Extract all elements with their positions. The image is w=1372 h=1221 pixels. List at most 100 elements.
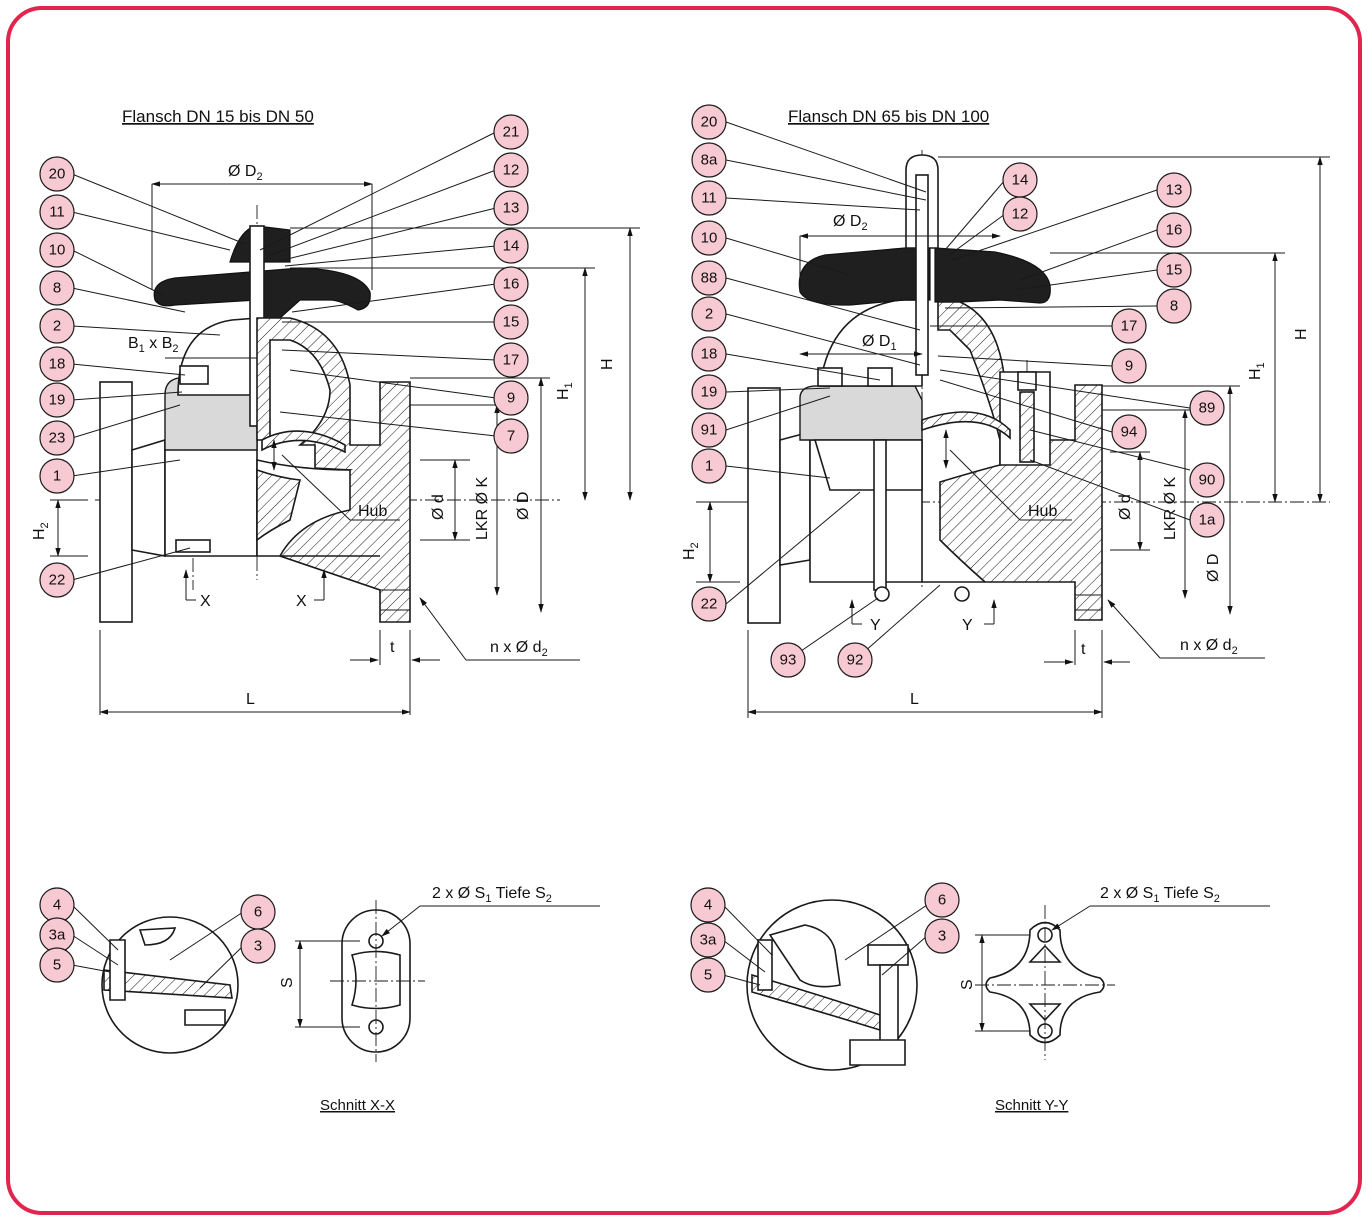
- right-dimensions: H H1 Ø D2 Ø D1 Ø D LKR Ø K Ø d Hub H2 L: [681, 156, 1330, 718]
- svg-text:12: 12: [1012, 206, 1029, 223]
- callout-19: 19: [691, 374, 727, 410]
- svg-text:3a: 3a: [700, 932, 717, 949]
- svg-text:13: 13: [503, 200, 520, 217]
- svg-text:19: 19: [49, 392, 66, 409]
- callout-88: 88: [691, 260, 727, 296]
- svg-text:15: 15: [503, 314, 520, 331]
- callout-16: 16: [493, 266, 529, 302]
- svg-text:90: 90: [1199, 472, 1216, 489]
- svg-text:21: 21: [503, 124, 520, 141]
- callout-7: 7: [493, 418, 529, 454]
- svg-text:L: L: [246, 691, 255, 708]
- callout-93: 93: [770, 642, 806, 678]
- callout-20: 20: [691, 104, 727, 140]
- svg-text:6: 6: [938, 892, 946, 909]
- svg-text:n x Ø d2: n x Ø d2: [1180, 637, 1238, 657]
- svg-text:Schnitt X-X: Schnitt X-X: [320, 1097, 395, 1114]
- svg-text:89: 89: [1199, 400, 1216, 417]
- svg-text:4: 4: [53, 897, 61, 914]
- svg-text:2: 2: [53, 318, 61, 335]
- svg-text:Schnitt Y-Y: Schnitt Y-Y: [995, 1097, 1068, 1114]
- svg-text:14: 14: [503, 238, 520, 255]
- title-left: Flansch DN 15 bis DN 50: [122, 107, 314, 126]
- svg-text:X: X: [200, 593, 211, 610]
- callout-22: 22: [691, 586, 727, 622]
- svg-text:18: 18: [49, 356, 66, 373]
- svg-text:Ø D1: Ø D1: [862, 333, 897, 353]
- callout-15: 15: [1156, 252, 1192, 288]
- svg-text:10: 10: [49, 242, 66, 259]
- callout-8: 8: [1156, 288, 1192, 324]
- callout-5: 5: [690, 957, 726, 993]
- svg-text:S: S: [279, 977, 296, 988]
- svg-text:22: 22: [701, 596, 718, 613]
- title-right: Flansch DN 65 bis DN 100: [788, 107, 989, 126]
- callout-3a: 3a: [690, 922, 726, 958]
- svg-text:Ø d: Ø d: [430, 494, 447, 520]
- callout-3: 3: [240, 928, 276, 964]
- svg-text:Y: Y: [962, 617, 973, 634]
- svg-text:H2: H2: [31, 522, 51, 540]
- svg-text:LKR Ø K: LKR Ø K: [1162, 477, 1179, 540]
- callout-10: 10: [39, 232, 75, 268]
- svg-text:LKR Ø K: LKR Ø K: [474, 477, 491, 540]
- callout-19: 19: [39, 382, 75, 418]
- svg-text:16: 16: [503, 276, 520, 293]
- svg-text:17: 17: [503, 352, 520, 369]
- callout-21: 21: [493, 114, 529, 150]
- svg-text:10: 10: [701, 230, 718, 247]
- svg-text:X: X: [296, 593, 307, 610]
- callout-15: 15: [493, 304, 529, 340]
- section-y-y: S 2 x Ø S1 Tiefe S2 Schnitt Y-Y: [959, 885, 1270, 1114]
- svg-text:3a: 3a: [49, 927, 66, 944]
- callout-12: 12: [1002, 196, 1038, 232]
- svg-text:n x Ø d2: n x Ø d2: [490, 639, 548, 659]
- svg-text:1: 1: [53, 468, 61, 485]
- svg-text:t: t: [390, 639, 395, 656]
- callout-11: 11: [691, 180, 727, 216]
- svg-text:19: 19: [701, 384, 718, 401]
- svg-text:8a: 8a: [701, 152, 718, 169]
- callout-8: 8: [39, 270, 75, 306]
- callout-3: 3: [924, 918, 960, 954]
- callout-6: 6: [240, 894, 276, 930]
- svg-text:H2: H2: [681, 542, 701, 560]
- svg-text:Ø D: Ø D: [1205, 554, 1222, 582]
- svg-text:6: 6: [254, 904, 262, 921]
- callout-22: 22: [39, 562, 75, 598]
- svg-text:H1: H1: [555, 382, 575, 400]
- svg-text:t: t: [1081, 641, 1086, 658]
- svg-text:3: 3: [938, 928, 946, 945]
- callout-94: 94: [1111, 414, 1147, 450]
- right-bonnet: [799, 385, 923, 441]
- svg-text:Ø D2: Ø D2: [228, 163, 263, 183]
- callout-17: 17: [493, 342, 529, 378]
- callout-89: 89: [1189, 390, 1225, 426]
- svg-text:20: 20: [49, 166, 66, 183]
- svg-text:Hub: Hub: [358, 503, 387, 520]
- svg-text:9: 9: [507, 390, 515, 407]
- callout-2: 2: [691, 296, 727, 332]
- svg-text:H: H: [599, 358, 616, 370]
- drawing-frame: [6, 6, 1362, 1215]
- right-leaders: [725, 121, 1191, 661]
- callout-6: 6: [924, 882, 960, 918]
- callout-3a: 3a: [39, 917, 75, 953]
- svg-text:4: 4: [704, 897, 712, 914]
- callout-12: 12: [493, 152, 529, 188]
- svg-text:20: 20: [701, 114, 718, 131]
- svg-text:2: 2: [705, 306, 713, 323]
- callout-91: 91: [691, 412, 727, 448]
- left-valve-view: [95, 205, 560, 623]
- right-handwheel: [798, 247, 931, 306]
- svg-text:17: 17: [1121, 318, 1138, 335]
- svg-text:7: 7: [507, 428, 515, 445]
- callout-4: 4: [690, 887, 726, 923]
- left-dimensions: Ø D2 B1 x B2 H H1 Ø D LKR Ø K Ø d Hub H2…: [31, 163, 640, 715]
- section-x-x: S 2 x Ø S1 Tiefe S2 Schnitt X-X: [279, 885, 600, 1114]
- callout-10: 10: [691, 220, 727, 256]
- svg-text:H1: H1: [1247, 362, 1267, 380]
- svg-text:S: S: [959, 979, 976, 990]
- svg-text:15: 15: [1166, 262, 1183, 279]
